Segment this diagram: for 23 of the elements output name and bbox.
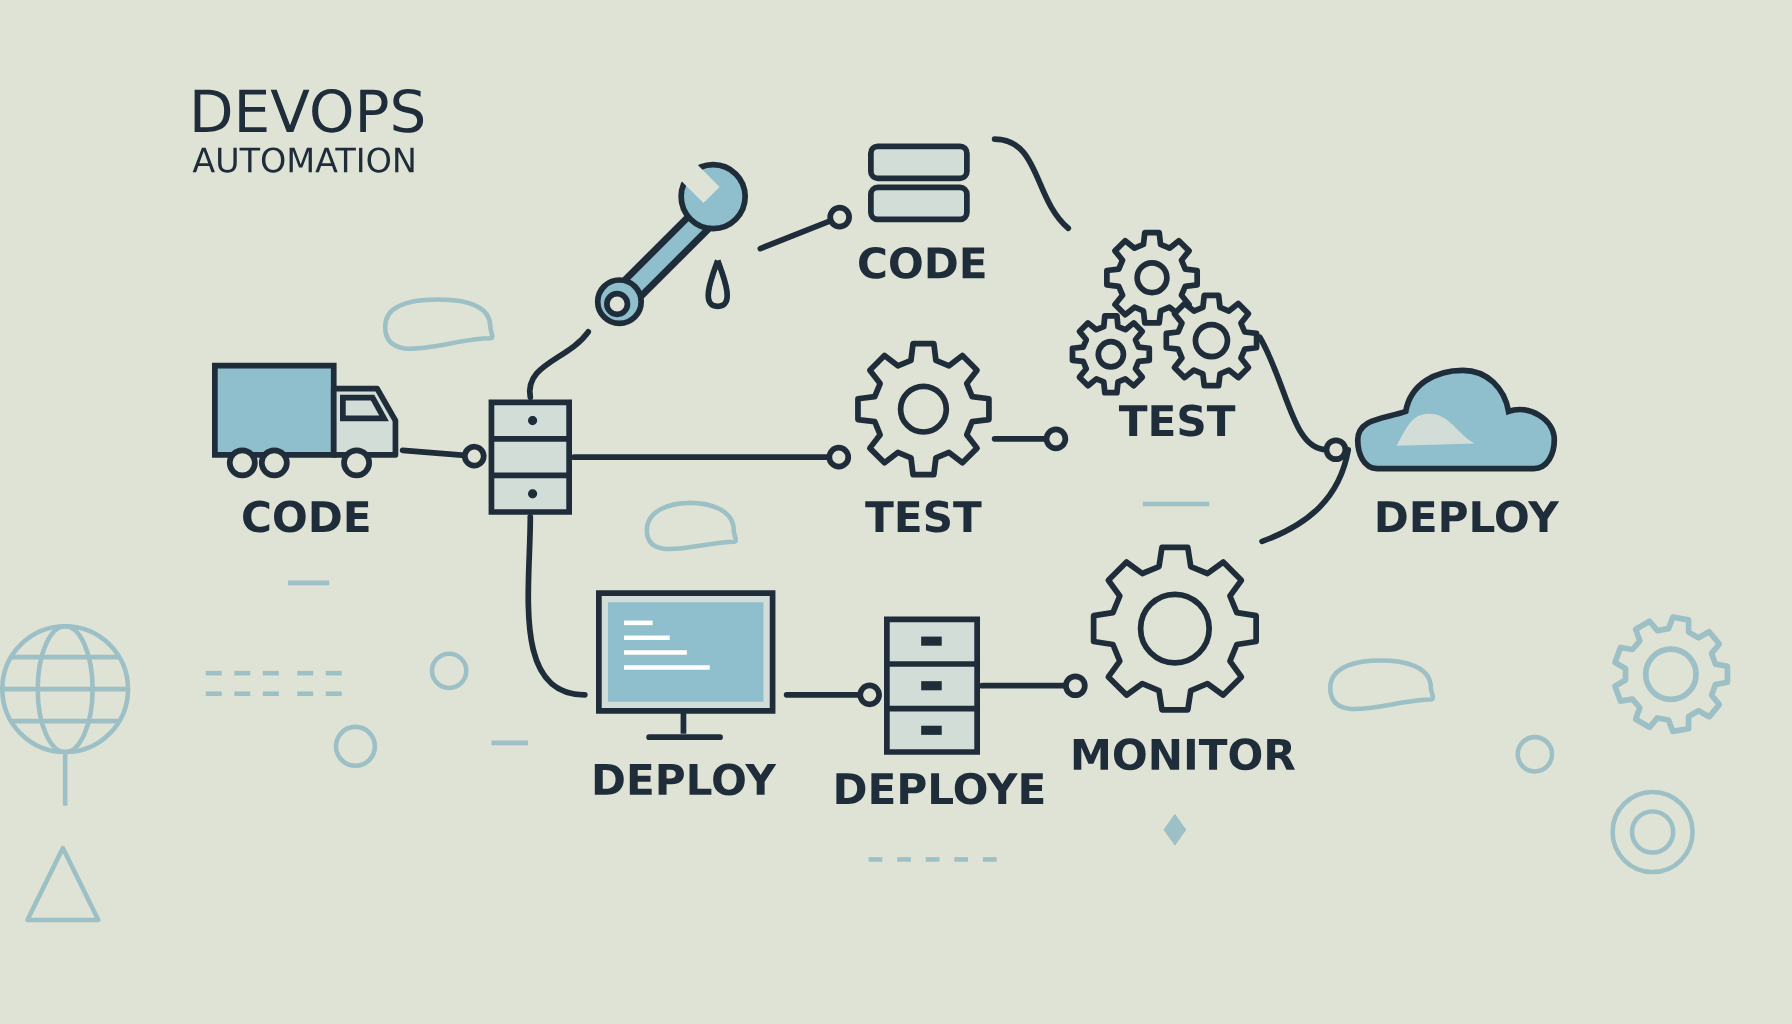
connector [991, 426, 1069, 452]
node-label: MONITOR [1073, 738, 1295, 771]
connector [1259, 446, 1352, 545]
connector [1256, 334, 1349, 463]
wrench-icon [594, 161, 748, 327]
connector [571, 444, 852, 470]
connector [783, 682, 882, 708]
node-label: CODE [243, 500, 369, 533]
node-label: TEST [865, 500, 982, 533]
node-label: DEPLOY [1377, 500, 1560, 533]
connector [399, 443, 487, 469]
node-label: CODE [859, 246, 985, 279]
subtitle: AUTOMATION [192, 147, 414, 173]
node-label: DEPLOY [594, 763, 777, 796]
connector [991, 136, 1072, 232]
connector [525, 514, 588, 698]
connector [757, 204, 852, 252]
connector [526, 328, 592, 401]
server-rack-icon [488, 399, 572, 515]
node-label: TEST [1119, 404, 1236, 437]
title: DEVOPS [194, 88, 424, 133]
node-label: DEPLOYE [836, 772, 1044, 805]
connector [979, 673, 1088, 699]
